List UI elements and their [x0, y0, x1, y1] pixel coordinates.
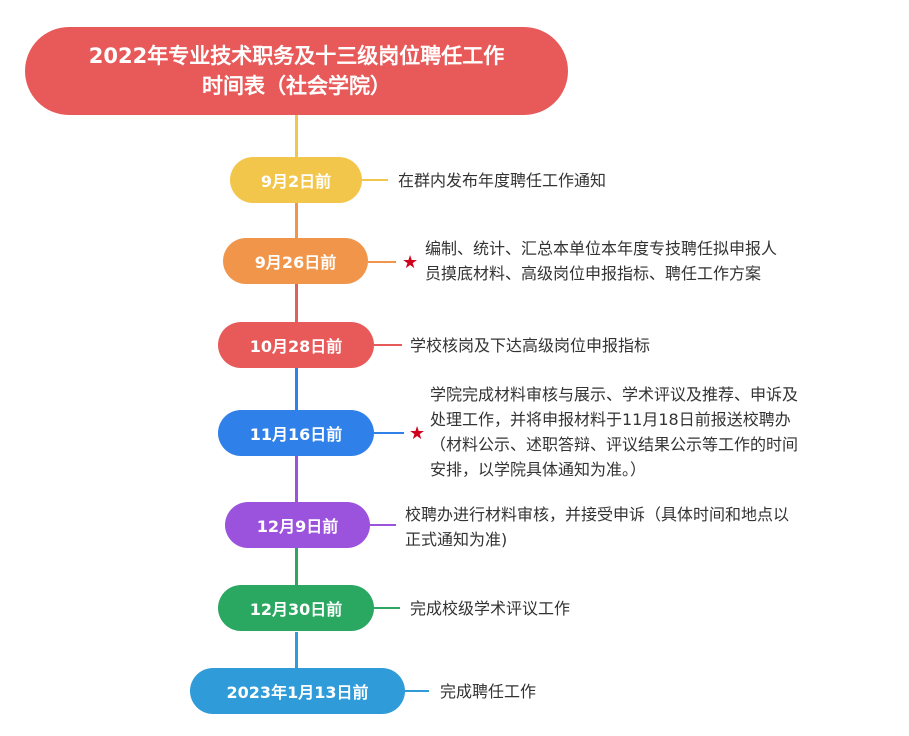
desc-line: 编制、统计、汇总本单位本年度专技聘任拟申报人 [425, 239, 778, 258]
star-icon: ★ [409, 423, 426, 444]
desc-line: 安排，以学院具体通知为准。） [430, 460, 647, 479]
date-label: 9月26日前 [254, 253, 337, 272]
connector [295, 455, 298, 502]
diagram-title: 2022年专业技术职务及十三级岗位聘任工作 时间表（社会学院） [25, 27, 568, 115]
step-description: 完成校级学术评议工作 [410, 596, 570, 621]
branch-line [374, 432, 404, 434]
date-label: 10月28日前 [249, 337, 343, 356]
step-description: 编制、统计、汇总本单位本年度专技聘任拟申报人员摸底材料、高级岗位申报指标、聘任工… [425, 236, 777, 286]
connector [295, 203, 298, 238]
connector [295, 548, 298, 585]
date-node[interactable]: 9月26日前 [223, 238, 368, 284]
date-label: 12月9日前 [256, 517, 339, 536]
star-icon: ★ [402, 252, 419, 273]
desc-line: 在群内发布年度聘任工作通知 [398, 171, 607, 190]
date-node[interactable]: 9月2日前 [230, 157, 362, 203]
date-node[interactable]: 11月16日前 [218, 410, 374, 456]
connector [295, 632, 298, 668]
desc-line: 正式通知为准) [405, 530, 508, 549]
step-description: 完成聘任工作 [440, 679, 536, 704]
date-node[interactable]: 10月28日前 [218, 322, 374, 368]
desc-line: （材料公示、述职答辩、评议结果公示等工作的时间 [430, 435, 799, 454]
date-label: 11月16日前 [249, 425, 343, 444]
step-description: 校聘办进行材料审核，并接受申诉（具体时间和地点以正式通知为准) [405, 502, 789, 552]
desc-line: 校聘办进行材料审核，并接受申诉（具体时间和地点以 [405, 505, 790, 524]
date-node[interactable]: 2023年1月13日前 [190, 668, 405, 714]
branch-line [405, 690, 429, 692]
branch-line [374, 607, 400, 609]
title-line-1: 2022年专业技术职务及十三级岗位聘任工作 [88, 44, 505, 68]
step-description: 学院完成材料审核与展示、学术评议及推荐、申诉及处理工作，并将申报材料于11月18… [430, 382, 798, 482]
branch-line [368, 261, 396, 263]
desc-line: 学校核岗及下达高级岗位申报指标 [410, 336, 651, 355]
date-label: 9月2日前 [260, 172, 332, 191]
connector [295, 115, 298, 157]
date-label: 12月30日前 [249, 600, 343, 619]
desc-line: 员摸底材料、高级岗位申报指标、聘任工作方案 [425, 264, 762, 283]
date-node[interactable]: 12月9日前 [225, 502, 370, 548]
desc-line: 完成聘任工作 [440, 682, 537, 701]
date-node[interactable]: 12月30日前 [218, 585, 374, 631]
branch-line [362, 179, 388, 181]
step-description: 在群内发布年度聘任工作通知 [398, 168, 606, 193]
step-description: 学校核岗及下达高级岗位申报指标 [410, 333, 650, 358]
title-line-2: 时间表（社会学院） [202, 74, 391, 98]
desc-line: 处理工作，并将申报材料于11月18日前报送校聘办 [430, 410, 791, 429]
connector [295, 284, 298, 322]
branch-line [374, 344, 402, 346]
desc-line: 学院完成材料审核与展示、学术评议及推荐、申诉及 [430, 385, 799, 404]
date-label: 2023年1月13日前 [226, 683, 369, 702]
branch-line [370, 524, 396, 526]
connector [295, 367, 298, 410]
desc-line: 完成校级学术评议工作 [410, 599, 571, 618]
